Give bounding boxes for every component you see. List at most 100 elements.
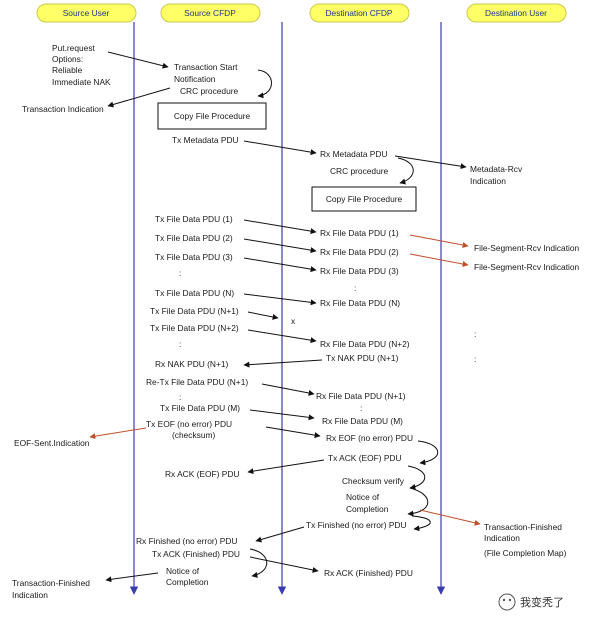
metadata-rcv-arrow bbox=[394, 155, 467, 170]
rx-eof-label: Rx EOF (no error) PDU bbox=[326, 433, 413, 443]
notice-completion-dest-2: Completion bbox=[346, 504, 389, 514]
header-source-cfdp: Source CFDP bbox=[160, 3, 261, 23]
tx-nak-label: Tx NAK PDU (N+1) bbox=[326, 353, 399, 363]
immediate-nak-label: Immediate NAK bbox=[52, 77, 111, 87]
ack-finished-arrow bbox=[249, 556, 319, 573]
fd1-arrow bbox=[243, 219, 317, 235]
rx-fdm-label: Rx File Data PDU (M) bbox=[322, 416, 403, 426]
self-loop-finished-dest bbox=[411, 515, 431, 532]
lost-pdu-mark: x bbox=[291, 316, 296, 326]
put-request-arrow bbox=[107, 51, 169, 69]
svg-text:Source CFDP: Source CFDP bbox=[184, 8, 236, 18]
tx-fd3-label: Tx File Data PDU (3) bbox=[155, 252, 233, 262]
svg-text:Destination User: Destination User bbox=[485, 8, 547, 18]
rx-nak-label: Rx NAK PDU (N+1) bbox=[155, 359, 229, 369]
rx-metadata-label: Rx Metadata PDU bbox=[320, 149, 388, 159]
reliable-label: Reliable bbox=[52, 65, 83, 75]
self-loop-eof bbox=[417, 440, 439, 466]
nak-arrow bbox=[243, 359, 323, 368]
fdn2-arrow bbox=[247, 329, 317, 344]
notice-completion-src-1: Notice of bbox=[166, 566, 200, 576]
metadata-pdu-arrow bbox=[243, 140, 317, 156]
svg-text:Copy File Procedure: Copy File Procedure bbox=[326, 194, 403, 204]
tf-dest-label-2: Indication bbox=[484, 533, 520, 543]
watermark: 我变秃了 bbox=[498, 593, 564, 611]
svg-text:Source User: Source User bbox=[63, 8, 110, 18]
svg-text:我变秃了: 我变秃了 bbox=[520, 595, 564, 609]
fdn-arrow bbox=[243, 293, 317, 306]
tx-finished-label: Tx Finished (no error) PDU bbox=[306, 520, 407, 530]
header-dest-cfdp: Destination CFDP bbox=[309, 3, 410, 23]
ellipsis-tx-1: : bbox=[179, 268, 181, 278]
tf-src-label-2: Indication bbox=[12, 590, 48, 600]
ellipsis-user-2: : bbox=[474, 354, 476, 364]
seg-rcv-arrow-1 bbox=[409, 234, 469, 248]
rx-fdn2-label: Rx File Data PDU (N+2) bbox=[320, 339, 410, 349]
fdm-arrow bbox=[249, 409, 315, 421]
ellipsis-rx-1: : bbox=[354, 283, 356, 293]
tx-fdn1-label: Tx File Data PDU (N+1) bbox=[150, 306, 239, 316]
tx-fd1-label: Tx File Data PDU (1) bbox=[155, 214, 233, 224]
rx-fd1-label: Rx File Data PDU (1) bbox=[320, 228, 399, 238]
tx-ack-finished-label: Tx ACK (Finished) PDU bbox=[152, 549, 240, 559]
tx-eof-label: Tx EOF (no error) PDU bbox=[146, 419, 232, 429]
put-request-label: Put.request bbox=[52, 43, 96, 53]
rx-fdn-label: Rx File Data PDU (N) bbox=[320, 298, 400, 308]
tx-fdm-label: Tx File Data PDU (M) bbox=[160, 403, 240, 413]
rx-fd3-label: Rx File Data PDU (3) bbox=[320, 266, 399, 276]
rx-fd-retx-label: Rx File Data PDU (N+1) bbox=[316, 391, 406, 401]
ellipsis-tx-2: : bbox=[179, 339, 181, 349]
retx-fd-arrow bbox=[261, 383, 315, 396]
svg-text:Destination CFDP: Destination CFDP bbox=[325, 8, 392, 18]
transaction-indication-arrow bbox=[107, 87, 171, 108]
metadata-rcv-label: Metadata-Rcv bbox=[470, 164, 523, 174]
crc-procedure-label: CRC procedure bbox=[180, 86, 239, 96]
rx-ack-eof-label: Rx ACK (EOF) PDU bbox=[165, 469, 239, 479]
self-loop-ack-finished bbox=[249, 548, 268, 578]
options-label: Options: bbox=[52, 54, 83, 64]
seg-rcv-label-2: File-Segment-Rcv Indication bbox=[474, 262, 580, 272]
transaction-finished-src-arrow bbox=[105, 572, 159, 583]
tx-fdn-label: Tx File Data PDU (N) bbox=[155, 288, 234, 298]
tx-fdn2-label: Tx File Data PDU (N+2) bbox=[150, 323, 239, 333]
crc-procedure-dest-label: CRC procedure bbox=[330, 166, 389, 176]
tx-eof-checksum-label: (checksum) bbox=[172, 430, 215, 440]
header-source-user: Source User bbox=[36, 3, 137, 23]
tx-fd2-label: Tx File Data PDU (2) bbox=[155, 233, 233, 243]
seg-rcv-label-1: File-Segment-Rcv Indication bbox=[474, 243, 580, 253]
finished-arrow bbox=[255, 526, 305, 543]
metadata-rcv-indication-label: Indication bbox=[470, 176, 506, 186]
transaction-start-label: Transaction Start bbox=[174, 62, 238, 72]
rx-finished-label: Rx Finished (no error) PDU bbox=[136, 536, 237, 546]
transaction-indication-label: Transaction Indication bbox=[22, 104, 104, 114]
fd3-arrow bbox=[243, 257, 317, 273]
notification-label: Notification bbox=[174, 74, 216, 84]
ellipsis-rx-2: : bbox=[360, 403, 362, 413]
tf-dest-label-1: Transaction-Finished bbox=[484, 522, 562, 532]
self-loop-checksum bbox=[407, 465, 426, 490]
header-dest-user: Destination User bbox=[466, 3, 567, 23]
notice-completion-dest-1: Notice of bbox=[346, 492, 380, 502]
copy-file-procedure-box-2: Copy File Procedure bbox=[311, 186, 417, 212]
self-loop-crc-2 bbox=[397, 157, 414, 185]
fd2-arrow bbox=[243, 238, 317, 254]
fdn1-lost-arrow bbox=[247, 311, 279, 320]
copy-file-procedure-box-1: Copy File Procedure bbox=[157, 102, 267, 130]
eof-sent-label: EOF-Sent.Indication bbox=[14, 438, 90, 448]
rx-fd2-label: Rx File Data PDU (2) bbox=[320, 247, 399, 257]
notice-completion-src-2: Completion bbox=[166, 577, 209, 587]
eof-sent-arrow bbox=[89, 427, 147, 440]
self-loop-notice-dest bbox=[407, 487, 429, 517]
tf-src-label-1: Transaction-Finished bbox=[12, 578, 90, 588]
file-completion-map-label: (File Completion Map) bbox=[484, 548, 567, 558]
ack-eof-arrow bbox=[247, 459, 325, 475]
svg-text:Copy File Procedure: Copy File Procedure bbox=[174, 111, 251, 121]
checksum-verify-label: Checksum verify bbox=[342, 476, 405, 486]
self-loop-crc-1 bbox=[257, 69, 272, 99]
tx-ack-eof-label: Tx ACK (EOF) PDU bbox=[328, 453, 402, 463]
eof-arrow bbox=[265, 426, 321, 439]
seg-rcv-arrow-2 bbox=[409, 253, 469, 267]
ellipsis-user-1: : bbox=[474, 329, 476, 339]
tx-metadata-label: Tx Metadata PDU bbox=[172, 135, 239, 145]
